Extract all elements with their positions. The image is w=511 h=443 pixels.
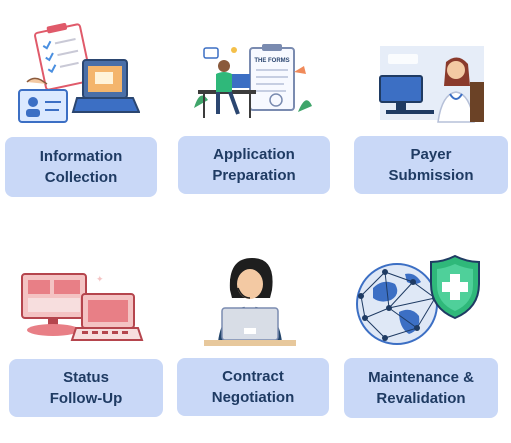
step-label-maintenance-revalidation: Maintenance & Revalidation	[344, 358, 498, 418]
step-label-line2: Collection	[44, 169, 118, 186]
step-label-line1: Payer	[410, 146, 452, 163]
step-label-line1: Maintenance &	[368, 369, 474, 386]
step-label-line2: Follow-Up	[49, 390, 123, 407]
step-label-line1: Status	[63, 369, 109, 386]
step-label-line2: Negotiation	[211, 389, 295, 406]
forms-sign-text: THE FORMS	[254, 58, 289, 64]
step-label-line1: Application	[213, 146, 295, 163]
svg-text:✦: ✦	[96, 275, 104, 285]
doctor-at-computer-icon	[379, 46, 484, 123]
step-label-line1: Contract	[222, 368, 284, 385]
step-label-line2: Revalidation	[376, 390, 466, 407]
computer-and-laptop-icon: ✦	[21, 273, 144, 341]
step-label-line1: Information	[39, 148, 123, 165]
person-at-desk-forms-icon: THE FORMS	[194, 44, 312, 118]
step-label-line2: Submission	[388, 167, 474, 184]
globe-shield-icon	[356, 254, 480, 345]
step-label-line2: Preparation	[212, 167, 296, 184]
clipboard-checklist-icon	[18, 23, 140, 123]
support-agent-icon	[204, 258, 296, 346]
